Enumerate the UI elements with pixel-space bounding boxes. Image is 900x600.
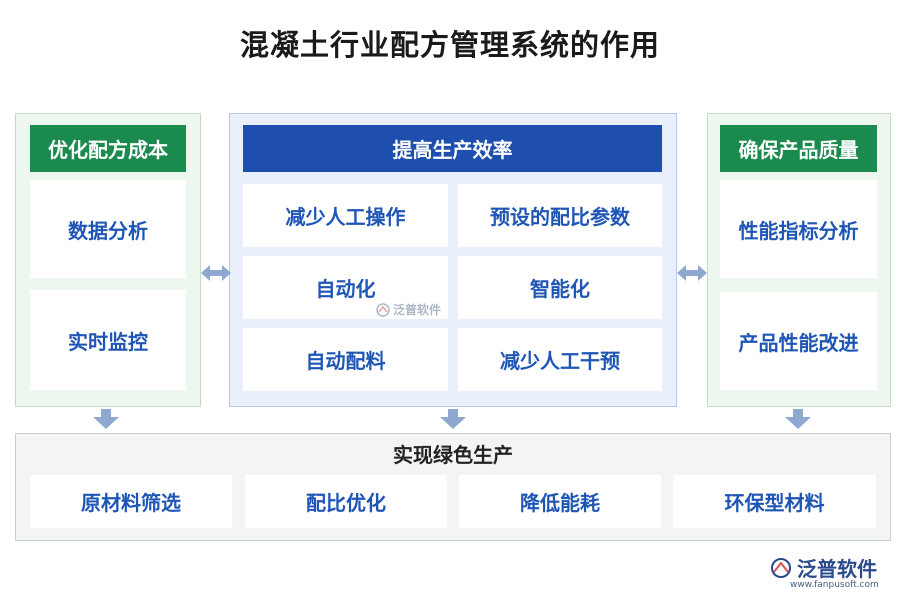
green-production-item: 降低能耗 [459,475,661,528]
brand-url: www.fanpusoft.com [790,580,879,590]
brand-logo-icon [771,557,791,578]
watermark: 泛普软件 [376,301,441,318]
brand-name: 泛普软件 [797,557,877,581]
efficiency-item: 自动配料 [243,328,448,391]
green-production-item: 配比优化 [245,475,447,528]
efficiency-item: 自动化 [243,256,448,319]
brand-logo-icon [376,302,390,317]
green-production-item: 原材料筛选 [30,475,232,528]
down-arrow-icon [785,409,811,429]
watermark-text: 泛普软件 [393,303,442,317]
brand-logo: 泛普软件 [770,553,877,582]
efficiency-item: 智能化 [458,256,662,319]
cost-item: 实时监控 [30,290,186,390]
quality-item: 产品性能改进 [720,292,877,390]
cost-item: 数据分析 [30,180,186,278]
quality-panel-header: 确保产品质量 [720,125,877,172]
green-production-item: 环保型材料 [673,475,876,528]
down-arrow-icon [93,409,119,429]
double-arrow-icon [677,265,707,281]
efficiency-item: 预设的配比参数 [458,184,662,247]
efficiency-panel-header: 提高生产效率 [243,125,662,172]
efficiency-item: 减少人工干预 [458,328,662,391]
double-arrow-icon [201,265,231,281]
page-title: 混凝土行业配方管理系统的作用 [239,28,660,62]
down-arrow-icon [440,409,466,429]
green-production-header: 实现绿色生产 [393,442,513,467]
cost-panel-header: 优化配方成本 [30,125,186,172]
quality-item: 性能指标分析 [720,180,877,278]
efficiency-item: 减少人工操作 [243,184,448,247]
